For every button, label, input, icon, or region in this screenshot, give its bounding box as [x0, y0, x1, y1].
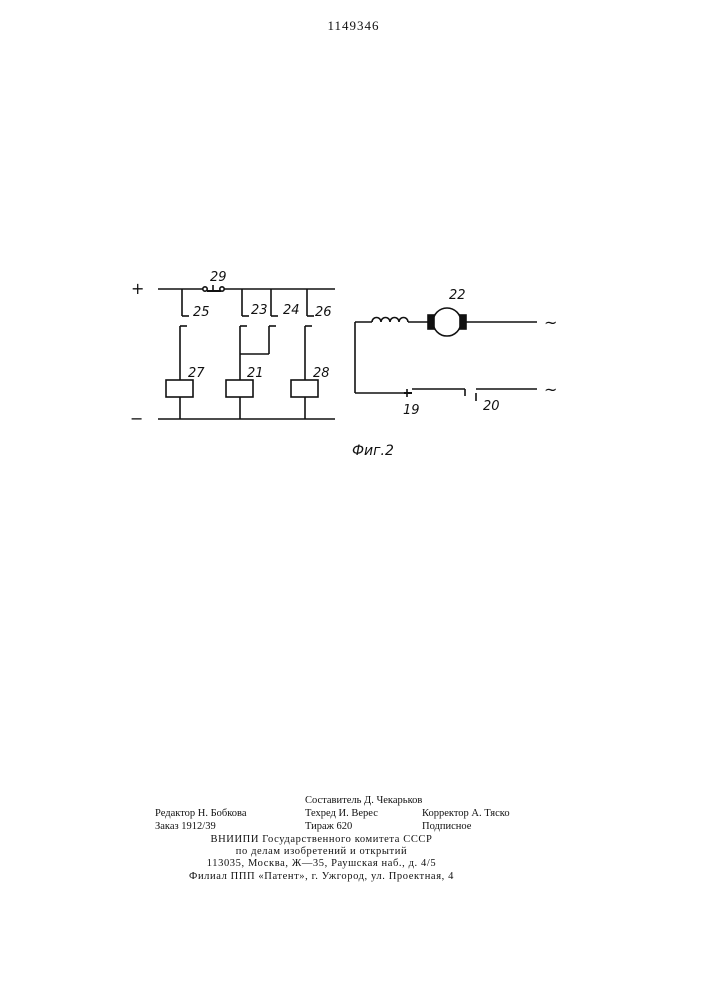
motor-22	[433, 308, 461, 336]
negative-terminal: −	[130, 409, 143, 428]
positive-terminal: +	[131, 279, 144, 298]
label-28: 28	[313, 366, 330, 381]
label-25: 25	[193, 305, 210, 320]
label-20: 20	[483, 399, 500, 414]
branch-25-27	[166, 289, 193, 419]
imprint-subscription: Подписное	[422, 821, 471, 832]
ac-terminal-bottom: ~	[544, 380, 557, 399]
imprint-corrector: Корректор А. Тяско	[422, 808, 510, 819]
imprint-techred: Техред И. Верес	[305, 808, 378, 819]
label-29: 29	[210, 270, 227, 285]
switch-29	[203, 285, 224, 291]
imprint-order: Заказ 1912/39	[155, 821, 216, 832]
label-23: 23	[251, 303, 268, 318]
field-winding	[372, 318, 408, 323]
label-24: 24	[283, 303, 300, 318]
motor-circuit	[355, 308, 537, 401]
motor-brush-right	[460, 315, 466, 329]
imprint-org-line2: по делам изобретений и открытий	[0, 846, 643, 857]
imprint-address: 113035, Москва, Ж—35, Раушская наб., д. …	[0, 858, 643, 869]
ac-terminal-top: ~	[544, 313, 557, 332]
imprint-org-line1: ВНИИПИ Государственного комитета СССР	[0, 834, 643, 845]
label-26: 26	[315, 305, 332, 320]
label-22: 22	[449, 288, 466, 303]
label-19: 19	[403, 403, 420, 418]
imprint-compiler: Составитель Д. Чекарьков	[305, 795, 422, 806]
label-27: 27	[188, 366, 205, 381]
imprint-editor: Редактор Н. Бобкова	[155, 808, 247, 819]
imprint-branch: Филиал ППП «Патент», г. Ужгород, ул. Про…	[0, 871, 643, 882]
label-21: 21	[247, 366, 264, 381]
imprint-circulation: Тираж 620	[305, 821, 352, 832]
figure-caption: Фиг.2	[352, 443, 394, 459]
